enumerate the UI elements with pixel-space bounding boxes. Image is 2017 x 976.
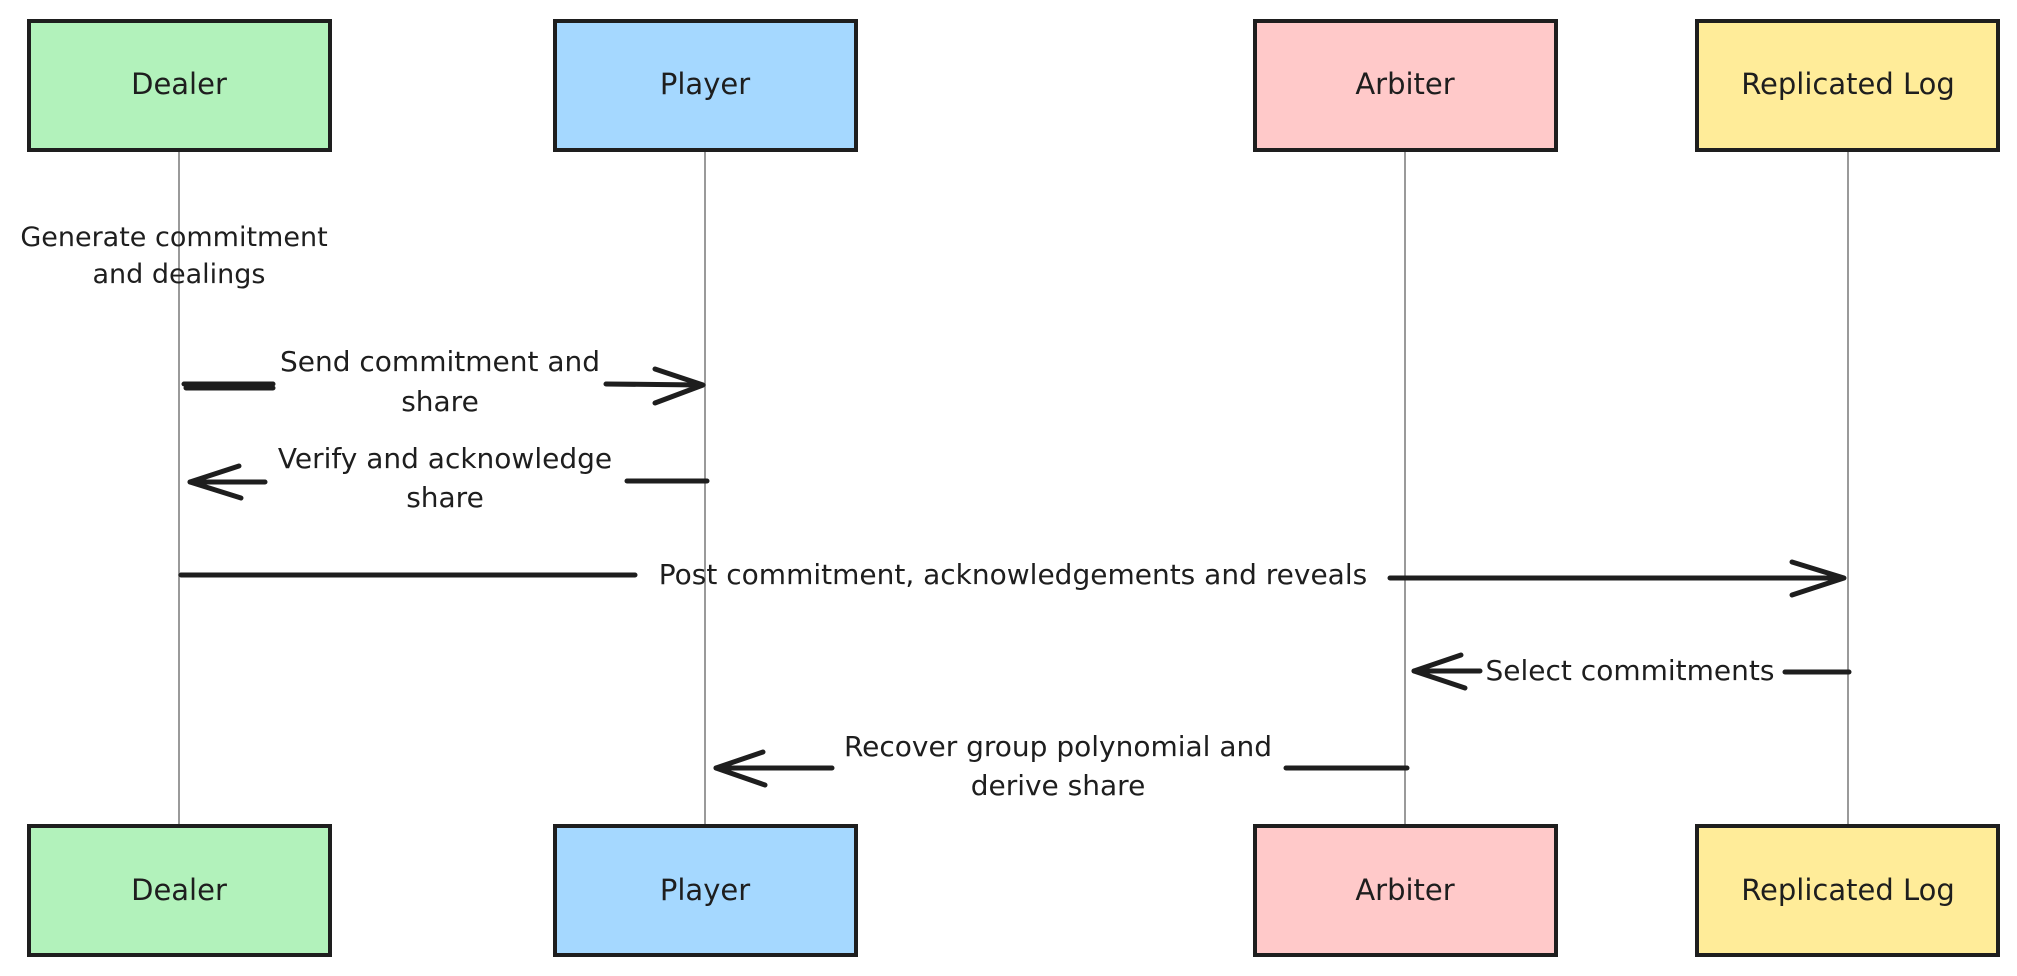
actor-box (27, 824, 332, 957)
note-line-2: and dealings (93, 259, 266, 290)
message-send-commitment: Send commitment and share (181, 345, 706, 418)
actor-arbiter-top: Arbiter (1253, 19, 1558, 152)
actor-box (1695, 19, 2000, 152)
message-verify-acknowledge: Verify and acknowledge share (187, 442, 710, 514)
actor-label: Replicated Log (1741, 67, 1955, 101)
actor-replicated-log-top: Replicated Log (1695, 19, 2000, 152)
actor-box (27, 19, 332, 152)
arrow-head (187, 463, 244, 501)
actor-replicated-log-bottom: Replicated Log (1695, 824, 2000, 957)
actor-box (1253, 824, 1558, 957)
actor-label: Replicated Log (1741, 873, 1955, 907)
note-line-1: Generate commitment (20, 222, 327, 253)
message-select-commitments: Select commitments (1411, 652, 1852, 691)
message-label: Select commitments (1486, 654, 1775, 687)
message-label: Post commitment, acknowledgements and re… (659, 558, 1367, 591)
actor-dealer-top: Dealer (27, 19, 332, 152)
message-label-line-1: Verify and acknowledge (278, 442, 612, 475)
message-label-line-2: share (406, 481, 484, 514)
arrow-head (1789, 559, 1847, 598)
actor-label: Dealer (131, 67, 227, 101)
actor-player-bottom: Player (553, 824, 858, 957)
actor-box (1253, 19, 1558, 152)
actor-player-top: Player (553, 19, 858, 152)
actor-label: Arbiter (1355, 873, 1454, 907)
actor-box (553, 824, 858, 957)
actor-label: Player (660, 873, 750, 907)
lifelines (178, 150, 1849, 826)
actor-label: Dealer (131, 873, 227, 907)
actor-dealer-bottom: Dealer (27, 824, 332, 957)
message-label-line-1: Send commitment and (280, 345, 600, 378)
message-label-line-2: derive share (971, 769, 1146, 802)
actor-box (553, 19, 858, 152)
message-recover-polynomial: Recover group polynomial and derive shar… (713, 730, 1410, 802)
arrow-head (1411, 652, 1468, 691)
actor-box (1695, 824, 2000, 957)
message-post-commitment: Post commitment, acknowledgements and re… (178, 558, 1847, 598)
message-line (603, 381, 705, 388)
arrow-head (713, 749, 768, 788)
note-generate-commitment: Generate commitment and dealings (20, 222, 327, 290)
actor-arbiter-bottom: Arbiter (1253, 824, 1558, 957)
message-label-line-2: share (401, 385, 479, 418)
actor-label: Player (660, 67, 750, 101)
message-label-line-1: Recover group polynomial and (844, 730, 1272, 763)
arrow-head (652, 366, 706, 406)
message-line (181, 381, 276, 391)
actor-label: Arbiter (1355, 67, 1454, 101)
